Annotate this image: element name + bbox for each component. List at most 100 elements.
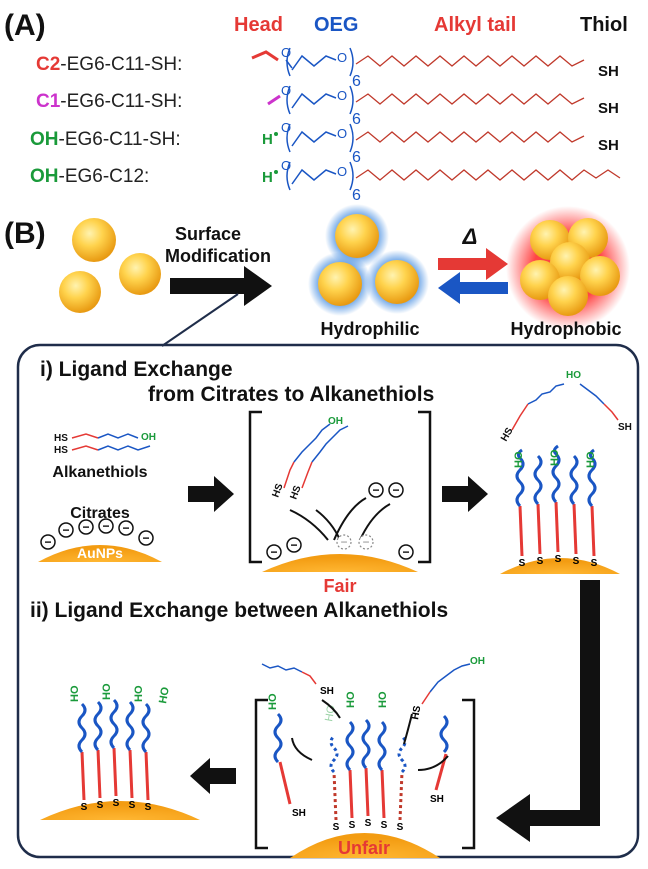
citrate-ion (58, 522, 74, 538)
row-2-label: C1-EG6-C11-SH: (36, 91, 182, 112)
hydrophobic-label: Hydrophobic (511, 319, 622, 339)
alkyl-segment (572, 503, 578, 555)
sh-label: SH (430, 794, 444, 805)
header-thiol: Thiol (580, 14, 628, 36)
aunp-surface (290, 833, 440, 858)
alkyl-segment (518, 505, 524, 557)
minus-sign: − (122, 521, 129, 535)
s-label: S (81, 802, 88, 813)
oh-label: HO (549, 449, 561, 466)
oeg-segment (587, 448, 597, 508)
oh-label: HO (513, 451, 525, 468)
row-1-oeg-oxygen: O (337, 50, 347, 65)
thiol-chain-oeg (261, 663, 303, 673)
thiol-chain (71, 445, 99, 451)
hs-label: HS (288, 484, 303, 501)
step-2-arrow (190, 758, 236, 794)
hydrophilic-particle (335, 214, 379, 258)
oeg-segment (551, 444, 561, 504)
c2-head-mark (251, 50, 279, 62)
alkyl-segment (554, 501, 560, 553)
exchange-arrow (321, 699, 341, 719)
oeg-segment (125, 700, 135, 752)
ho-label: HO (133, 685, 145, 702)
alkyl-segment (590, 505, 596, 557)
hydrophilic-particle (375, 260, 419, 304)
panel-b-label: (B) (4, 217, 46, 250)
row-2-subscript: 6 (352, 111, 361, 128)
row-4-dot (274, 170, 278, 174)
s-label: S (537, 556, 544, 567)
row-3-alkyl-tail (355, 131, 585, 143)
citrate-ion (98, 518, 114, 534)
row-3-label: OH-EG6-C11-SH: (30, 129, 181, 150)
minus-sign: − (290, 538, 297, 552)
s-label: S (381, 820, 388, 831)
thiol-chain-oeg (97, 433, 139, 439)
exchange-arrow (291, 737, 313, 761)
aggregate-particle (580, 256, 620, 296)
ligand-chains (515, 444, 597, 557)
row-3-head: OH (30, 129, 59, 150)
citrate-ion (388, 482, 404, 498)
bracket-right (462, 698, 476, 850)
row-3-bracket-left (286, 123, 291, 153)
thiol-chain (603, 403, 619, 421)
bare-particle (119, 253, 161, 295)
sh-label: SH (320, 686, 334, 697)
minus-sign: − (402, 545, 409, 559)
exchange-arrow (417, 755, 449, 771)
row-3-oxygen: O (281, 120, 291, 135)
row-3-oeg-chain (291, 130, 337, 147)
s-label: S (591, 558, 598, 569)
s-label: S (555, 554, 562, 565)
oeg-segment (77, 702, 87, 754)
oeg-segment (439, 714, 449, 754)
oeg-segment (515, 448, 525, 508)
hydrophilic-label: Hydrophilic (320, 319, 419, 339)
row-2-oxygen: O (281, 83, 291, 98)
process-arrow-l (496, 580, 600, 842)
row-4-oeg-chain (291, 168, 337, 185)
panel-a-label: (A) (4, 9, 46, 42)
bare-particle (59, 271, 101, 313)
alkyl-segment (80, 751, 86, 801)
thiol-chain (421, 691, 431, 705)
thiol-chain (511, 403, 529, 431)
row-3-hydrogen: H (262, 131, 273, 148)
citrate-ion (286, 537, 302, 553)
thiol-chain-oeg (429, 663, 471, 693)
aunp-surface (262, 554, 418, 572)
ligand-chains (329, 718, 407, 821)
step-2-title: ii) Ligand Exchange between Alkanethiols (30, 599, 448, 622)
minus-sign: − (44, 535, 51, 549)
s-label: S (519, 558, 526, 569)
aggregate-particle (548, 276, 588, 316)
row-2-alkyl-tail (355, 93, 585, 105)
ho-label: HO (345, 691, 357, 708)
callout-connector (161, 293, 239, 347)
citrate-ion (368, 482, 384, 498)
row-1-label: C2-EG6-C11-SH: (36, 54, 182, 75)
thiol-chain-oeg (97, 445, 151, 451)
minus-sign: − (340, 535, 347, 549)
oeg-segment (109, 698, 119, 750)
row-2-bracket-right (349, 85, 354, 115)
bracket-left (254, 698, 268, 850)
bare-particle (72, 218, 116, 262)
row-1-alkyl-tail (355, 55, 585, 67)
s-label: S (97, 800, 104, 811)
minus-sign: − (62, 523, 69, 537)
step-1-arrow-a (188, 476, 234, 512)
ho-label: HO (377, 691, 389, 708)
row-1-subscript: 6 (352, 73, 361, 90)
oeg-segment (329, 734, 339, 774)
minus-sign: − (142, 531, 149, 545)
exchange-arrow (403, 713, 413, 745)
alkanethiols-legend: HS OH HS (54, 432, 156, 456)
unfair-exchange-scene: S S S S S HO HO HO HO SH SH HS OH SH (254, 656, 485, 858)
hs-label: HS (270, 482, 285, 499)
row-3-bracket-right (349, 123, 354, 153)
citrate-ion (266, 544, 282, 560)
